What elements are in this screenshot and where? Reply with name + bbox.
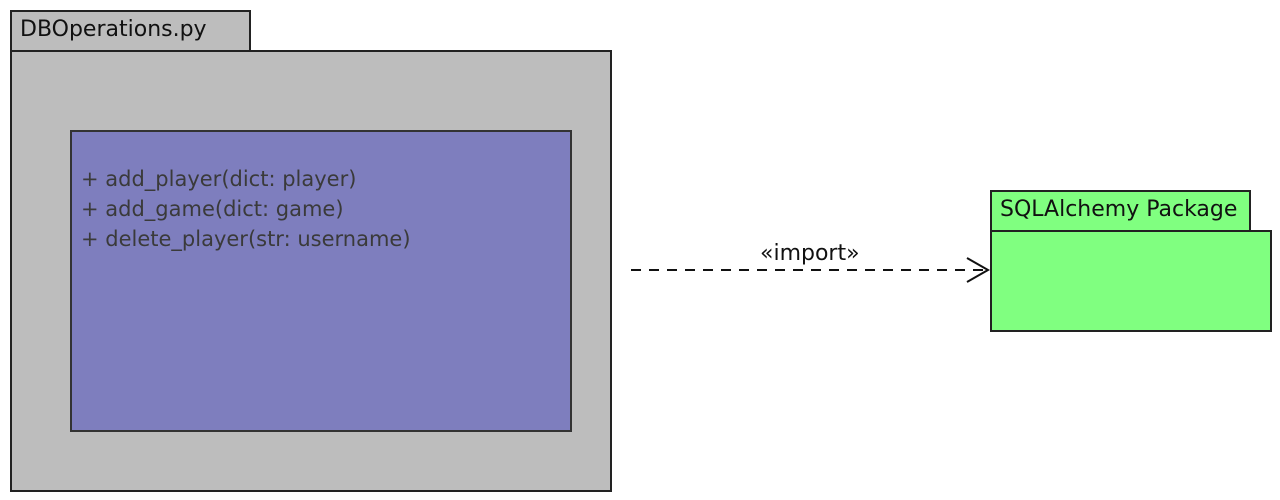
operation-delete-player: + delete_player(str: username) xyxy=(81,227,411,251)
sqlalchemy-package-name: SQLAlchemy Package xyxy=(1000,197,1238,222)
operation-add-player: + add_player(dict: player) xyxy=(81,167,357,191)
sqlalchemy-package-tab: SQLAlchemy Package xyxy=(990,190,1251,231)
operation-add-game: + add_game(dict: game) xyxy=(81,197,344,221)
import-stereotype-label: «import» xyxy=(760,241,860,266)
sqlalchemy-package-body xyxy=(990,230,1272,332)
open-arrowhead-icon xyxy=(966,257,991,283)
dboperations-package-name: DBOperations.py xyxy=(20,17,207,42)
dboperations-package-tab: DBOperations.py xyxy=(10,10,251,51)
operations-box: + add_player(dict: player) + add_game(di… xyxy=(70,130,572,432)
